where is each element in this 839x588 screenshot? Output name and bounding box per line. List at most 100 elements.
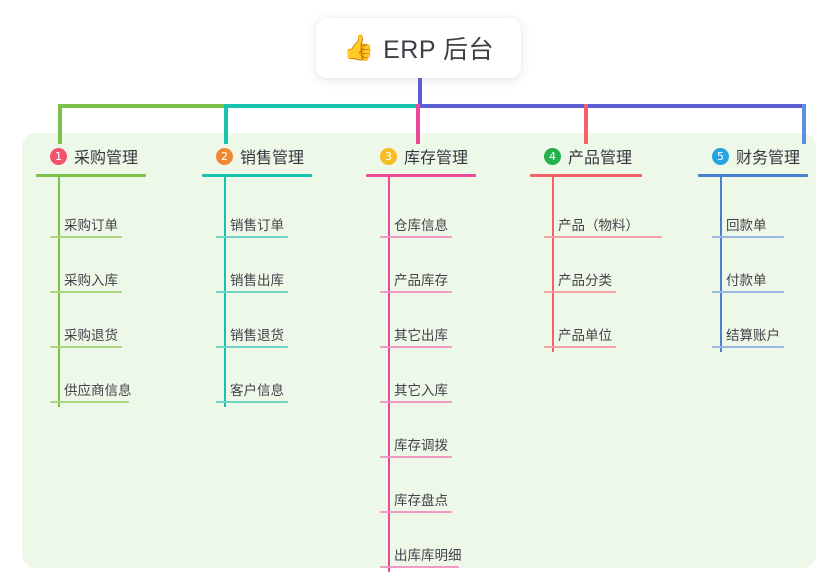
leaf-node[interactable]: 回款单 [698, 187, 808, 242]
branch-header-rule-4 [530, 174, 642, 177]
leaf-node-rule [50, 236, 122, 238]
leaf-node[interactable]: 销售订单 [202, 187, 312, 242]
leaf-node-rule [544, 236, 662, 238]
branch-title-2: 销售管理 [240, 150, 305, 167]
leaf-node-rule [544, 346, 616, 348]
leaf-node[interactable]: 产品库存 [366, 242, 476, 297]
leaf-node[interactable]: 库存调拨 [366, 407, 476, 462]
leaf-node-rule [712, 291, 784, 293]
leaf-node-rule [50, 346, 122, 348]
leaf-node-rule [216, 401, 288, 403]
branch-header-rule-2 [202, 174, 312, 177]
leaf-node[interactable]: 产品单位 [530, 297, 642, 352]
connector-bar-green [58, 104, 228, 108]
leaf-node-label: 回款单 [726, 218, 767, 233]
leaf-node-label: 采购退货 [64, 328, 118, 343]
leaf-node-rule [712, 346, 784, 348]
branch-number-badge-1: 1 [50, 147, 67, 165]
leaf-node-rule [380, 456, 452, 458]
leaf-node[interactable]: 其它入库 [366, 352, 476, 407]
leaf-node[interactable]: 采购订单 [36, 187, 146, 242]
leaf-node-rule [380, 346, 452, 348]
leaf-node-label: 销售出库 [230, 273, 284, 288]
leaf-node[interactable]: 供应商信息 [36, 352, 146, 407]
branch-title-5: 财务管理 [736, 150, 801, 167]
leaf-node[interactable]: 客户信息 [202, 352, 312, 407]
leaf-node-label: 其它入库 [394, 383, 448, 398]
branch-title-1: 采购管理 [74, 150, 139, 167]
branch-column-5: 5 财务管理 回款单付款单结算账户 [698, 144, 808, 352]
leaf-node-rule [216, 291, 288, 293]
branch-number-badge-3: 3 [380, 147, 397, 165]
leaf-node-rule [380, 401, 452, 403]
leaf-node-rule [380, 566, 459, 568]
branch-number-badge-4: 4 [544, 147, 561, 165]
leaf-node-rule [50, 291, 122, 293]
leaf-node[interactable]: 其它出库 [366, 297, 476, 352]
connector-bar-purple [418, 104, 806, 108]
leaf-node-label: 产品库存 [394, 273, 448, 288]
branch-header-4[interactable]: 4 产品管理 [530, 144, 642, 168]
leaf-node-rule [216, 346, 288, 348]
branch-column-3: 3 库存管理 仓库信息产品库存其它出库其它入库库存调拨库存盘点出库库明细 [366, 144, 476, 572]
branch-spine-3 [388, 177, 390, 572]
connector-drop-4 [584, 104, 588, 144]
branch-column-2: 2 销售管理 销售订单销售出库销售退货客户信息 [202, 144, 312, 407]
leaf-node-rule [50, 401, 129, 403]
leaf-node-label: 供应商信息 [64, 383, 132, 398]
leaf-node[interactable]: 库存盘点 [366, 462, 476, 517]
leaf-node[interactable]: 付款单 [698, 242, 808, 297]
branch-header-rule-1 [36, 174, 146, 177]
leaf-node-rule [380, 236, 452, 238]
leaf-node-label: 产品（物料） [558, 218, 639, 233]
leaf-node[interactable]: 销售退货 [202, 297, 312, 352]
branch-header-1[interactable]: 1 采购管理 [36, 144, 146, 168]
leaf-node-rule [544, 291, 616, 293]
leaf-node-label: 其它出库 [394, 328, 448, 343]
branch-items-1: 采购订单采购入库采购退货供应商信息 [36, 177, 146, 407]
leaf-node-rule [712, 236, 784, 238]
connector-drop-2 [224, 104, 228, 144]
root-connector-stem [418, 77, 422, 106]
branch-items-3: 仓库信息产品库存其它出库其它入库库存调拨库存盘点出库库明细 [366, 177, 476, 572]
leaf-node-rule [216, 236, 288, 238]
branch-spine-5 [720, 177, 722, 352]
branch-column-4: 4 产品管理 产品（物料） 产品分类产品单位 [530, 144, 662, 352]
leaf-node[interactable]: 销售出库 [202, 242, 312, 297]
connector-drop-1 [58, 104, 62, 144]
thumbs-up-emoji: 👍 [342, 33, 375, 62]
leaf-node[interactable]: 结算账户 [698, 297, 808, 352]
branch-items-4: 产品（物料） 产品分类产品单位 [530, 177, 662, 352]
leaf-node[interactable]: 采购退货 [36, 297, 146, 352]
leaf-node-label: 产品单位 [558, 328, 612, 343]
leaf-node-label: 产品分类 [558, 273, 612, 288]
leaf-node-label: 采购入库 [64, 273, 118, 288]
branch-column-1: 1 采购管理 采购订单采购入库采购退货供应商信息 [36, 144, 146, 407]
leaf-node[interactable]: 采购入库 [36, 242, 146, 297]
leaf-node[interactable]: 仓库信息 [366, 187, 476, 242]
leaf-node[interactable]: 产品分类 [530, 242, 642, 297]
connector-drop-3 [416, 104, 420, 144]
leaf-node-rule [380, 291, 452, 293]
leaf-node-label: 付款单 [726, 273, 767, 288]
branch-header-rule-5 [698, 174, 808, 177]
branch-header-3[interactable]: 3 库存管理 [366, 144, 476, 168]
leaf-node[interactable]: 产品（物料） [530, 187, 662, 242]
leaf-node-label: 销售订单 [230, 218, 284, 233]
leaf-node-label: 仓库信息 [394, 218, 448, 233]
root-node-title: ERP 后台 [383, 36, 495, 64]
leaf-node-label: 出库库明细 [394, 548, 462, 563]
branch-number-badge-5: 5 [712, 147, 729, 165]
branch-items-5: 回款单付款单结算账户 [698, 177, 808, 352]
branch-items-2: 销售订单销售出库销售退货客户信息 [202, 177, 312, 407]
leaf-node[interactable]: 出库库明细 [366, 517, 476, 572]
branch-header-5[interactable]: 5 财务管理 [698, 144, 808, 168]
branch-header-rule-3 [366, 174, 476, 177]
branch-title-3: 库存管理 [404, 150, 469, 167]
leaf-node-label: 采购订单 [64, 218, 118, 233]
leaf-node-label: 结算账户 [726, 328, 780, 343]
root-node-card[interactable]: 👍 ERP 后台 [316, 18, 521, 78]
branch-header-2[interactable]: 2 销售管理 [202, 144, 312, 168]
leaf-node-label: 客户信息 [230, 383, 284, 398]
